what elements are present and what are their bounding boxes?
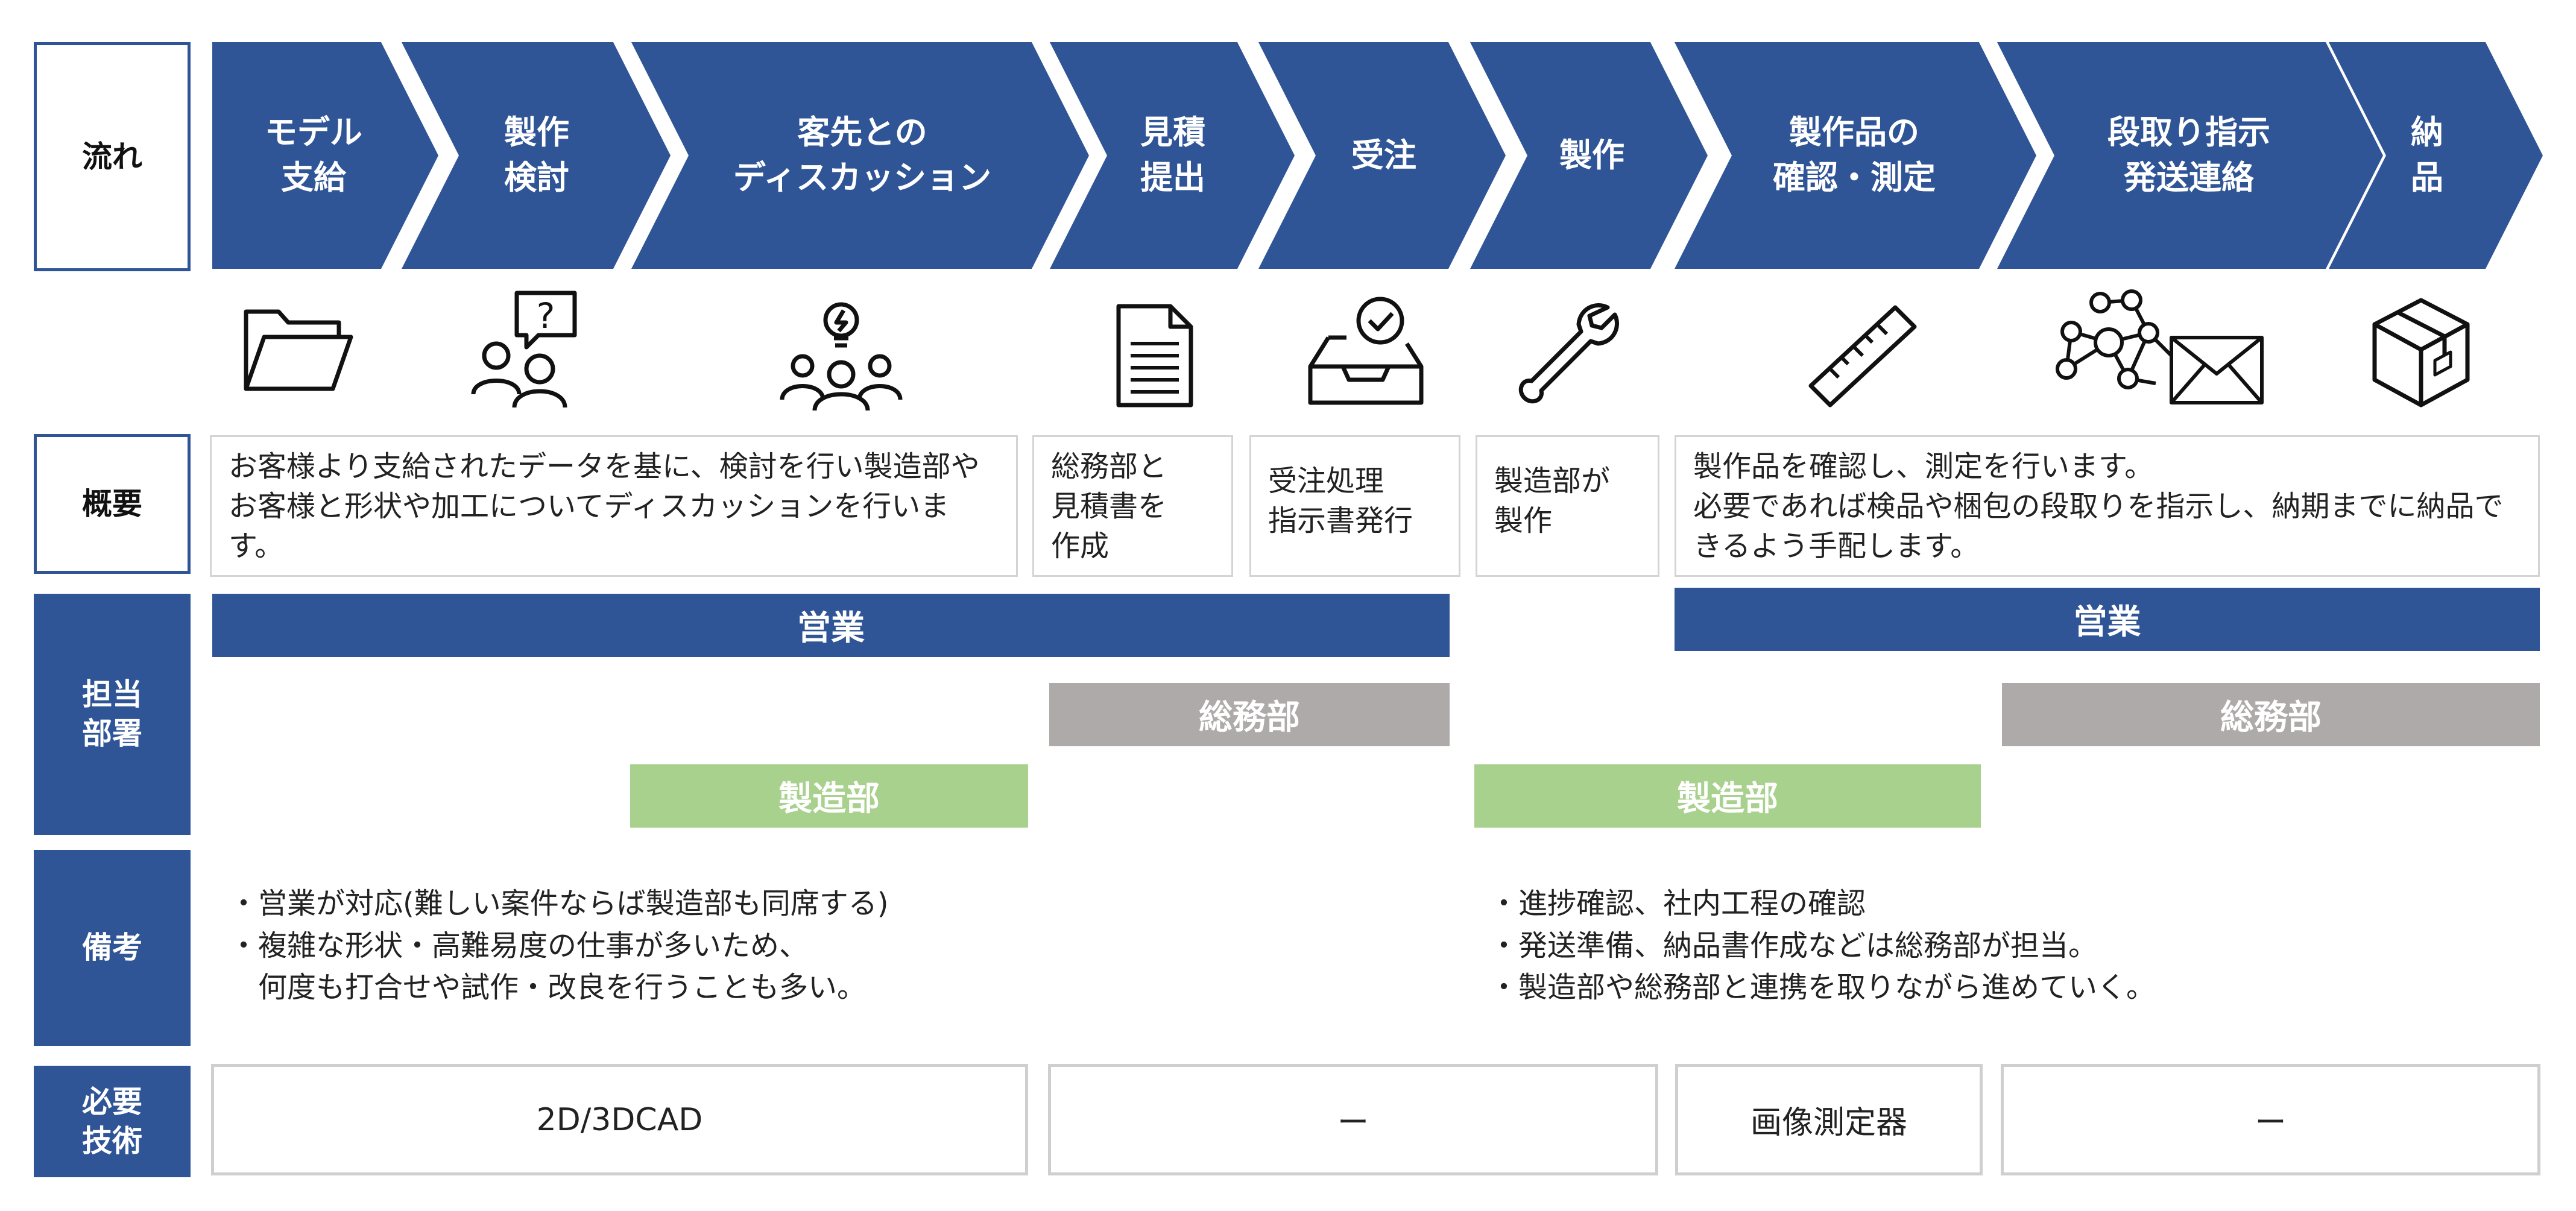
row-label-flow: 流れ	[34, 42, 191, 271]
notes-right: ・進捗確認、社内工程の確認 ・発送準備、納品書作成などは総務部が担当。 ・製造部…	[1489, 887, 2156, 1005]
row-label-departments: 担当 部署	[34, 594, 191, 835]
chevron-step-6	[1470, 42, 1708, 269]
ruler-icon	[1803, 298, 1924, 413]
dept-bar-general-affairs-1: 総務部	[1049, 683, 1450, 746]
chevron-step-4	[1050, 42, 1295, 269]
skill-image-measuring: 画像測定器	[1675, 1064, 1983, 1175]
dept-bar-sales-1: 営業	[212, 594, 1450, 657]
inbox-check-icon	[1302, 292, 1429, 413]
chevron-step-3	[631, 42, 1089, 269]
chevron-step-9	[2329, 42, 2543, 269]
overview-inspection: 製作品を確認し、測定を行います。 必要であれば検品や梱包の段取りを指示し、納期ま…	[1675, 435, 2540, 577]
overview-estimate: 総務部と 見積書を 作成	[1032, 435, 1233, 577]
svg-text:?: ?	[537, 295, 555, 336]
chevron-step-8	[1997, 42, 2383, 269]
overview-discussion: お客様より支給されたデータを基に、検討を行い製造部やお客様と形状や加工についてデ…	[210, 435, 1018, 577]
dept-bar-manufacturing-2: 製造部	[1474, 764, 1981, 828]
skill-none-2: ー	[2001, 1064, 2540, 1175]
chevron-step-1	[212, 42, 438, 269]
document-icon	[1103, 295, 1206, 416]
question-people-icon: ?	[464, 283, 585, 413]
chevron-step-2	[402, 42, 671, 269]
row-label-overview: 概要	[34, 434, 191, 574]
row-label-skills: 必要 技術	[34, 1066, 191, 1177]
network-mail-icon	[2050, 286, 2273, 413]
dept-bar-general-affairs-2: 総務部	[2002, 683, 2540, 746]
dept-bar-sales-2: 営業	[1675, 588, 2540, 651]
overview-order: 受注処理 指示書発行	[1249, 435, 1460, 577]
row-label-notes: 備考	[34, 850, 191, 1046]
idea-group-icon	[772, 295, 911, 416]
dept-bar-manufacturing-1: 製造部	[630, 764, 1028, 828]
folder-icon	[229, 289, 362, 410]
chevron-step-7	[1675, 42, 2036, 269]
wrench-icon	[1514, 295, 1622, 413]
skill-none-1: ー	[1048, 1064, 1658, 1175]
overview-production: 製造部が 製作	[1476, 435, 1659, 577]
package-box-icon	[2367, 292, 2475, 413]
notes-left: ・営業が対応(難しい案件ならば製造部も同席する) ・複雑な形状・高難易度の仕事が…	[229, 887, 889, 1005]
skill-cad: 2D/3DCAD	[211, 1064, 1028, 1175]
chevron-step-5	[1258, 42, 1506, 269]
